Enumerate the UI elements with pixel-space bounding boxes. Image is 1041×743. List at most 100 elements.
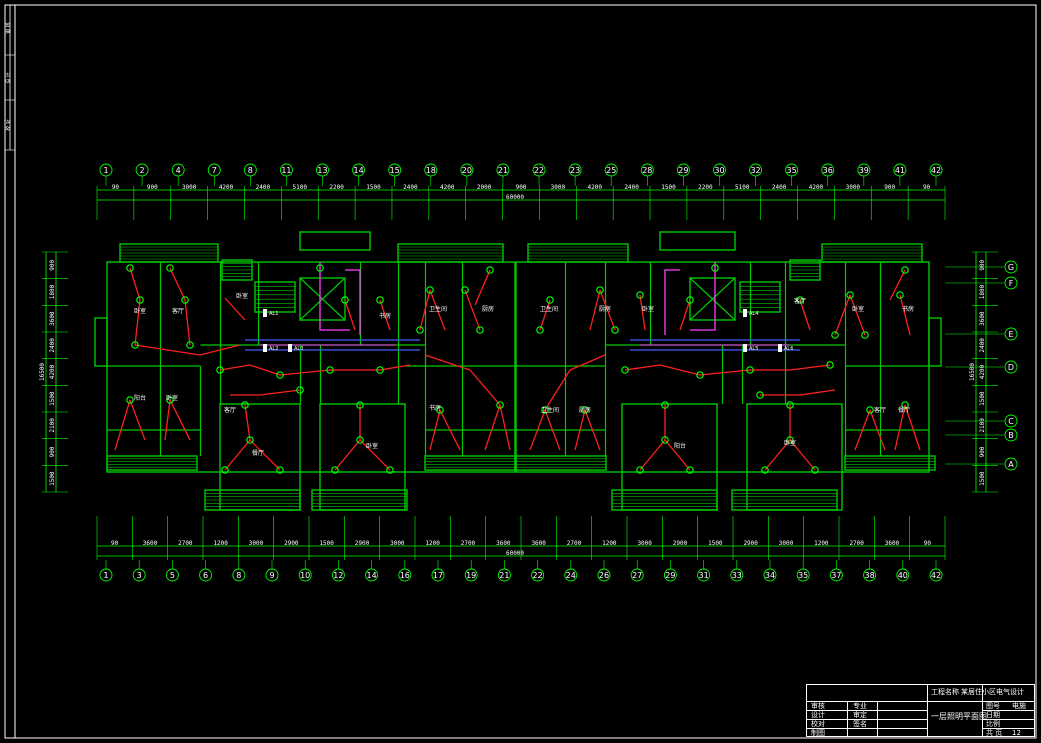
dim-top-value: 5100: [735, 184, 750, 191]
wall: [106, 455, 198, 471]
axis-bubble: [460, 163, 474, 177]
wall: [204, 489, 301, 511]
axis-bubble: [1004, 428, 1018, 442]
dim-bottom-value: 2900: [743, 540, 758, 547]
dim-bottom-value: 2700: [849, 540, 864, 547]
wire-run: [169, 399, 191, 441]
dim-bottom-value: 3600: [885, 540, 900, 547]
axis-number: 11: [281, 166, 291, 175]
ceiling-light: [221, 466, 229, 474]
wire-run: [424, 354, 501, 406]
ceiling-light: [611, 326, 619, 334]
distribution-box: [263, 309, 267, 317]
title-block: 工程名称 某居住小区电气设计 一层照明平面图 审核 设计 校对 制图 专业 审定…: [806, 684, 1035, 737]
wire-run: [849, 294, 866, 336]
axis-letter: E: [1008, 330, 1013, 339]
left-margin-label: 审 核: [5, 22, 12, 34]
wall: [515, 261, 930, 473]
wire-run: [894, 404, 906, 451]
ceiling-light: [711, 264, 719, 272]
axis-bubble: [388, 163, 402, 177]
dim-bottom-value: 3600: [496, 540, 511, 547]
ceiling-light: [376, 366, 384, 374]
wire-run: [344, 299, 356, 331]
row-label-1: 审核: [811, 702, 825, 710]
axis-number: 33: [732, 571, 742, 580]
dim-vertical-value: 1500: [979, 391, 986, 406]
axis-number: 26: [599, 571, 609, 580]
ceiling-light: [596, 286, 604, 294]
wire-run: [429, 409, 441, 451]
dim-bottom-value: 3600: [143, 540, 158, 547]
room-label: 餐厅: [898, 406, 910, 414]
axis-number: 37: [831, 571, 841, 580]
axis-number: 5: [170, 571, 175, 580]
dim-top-value: 2000: [477, 184, 492, 191]
dim-vertical-value: 2100: [49, 418, 56, 433]
ceiling-light: [746, 366, 754, 374]
dim-bottom-value: 1500: [319, 540, 334, 547]
ceiling-light: [166, 264, 174, 272]
ceiling-light: [476, 326, 484, 334]
wall: [739, 281, 781, 313]
axis-bubble: [424, 163, 438, 177]
axis-bubble: [207, 163, 221, 177]
ceiling-light: [181, 296, 189, 304]
page-value: 12: [1012, 729, 1021, 737]
ceiling-light: [316, 264, 324, 272]
wire-run: [499, 404, 511, 451]
dim-top-value: 1500: [366, 184, 381, 191]
ceiling-light: [621, 366, 629, 374]
axis-bubble: [630, 568, 644, 582]
axis-number: 1: [103, 571, 108, 580]
dim-vertical-value: 900: [49, 446, 56, 457]
axis-bubble: [243, 163, 257, 177]
axis-bubble: [99, 568, 113, 582]
axis-bubble: [199, 568, 213, 582]
wire-run: [429, 289, 446, 331]
wire-run: [760, 389, 836, 396]
dim-vertical-value: 2400: [979, 338, 986, 353]
axis-bubble: [785, 163, 799, 177]
dim-bottom-value: 2700: [461, 540, 476, 547]
axis-letter: C: [1008, 417, 1014, 426]
distribution-box: [288, 344, 292, 352]
wall: [821, 243, 923, 263]
ceiling-light: [761, 466, 769, 474]
ceiling-light: [426, 286, 434, 294]
dim-vertical-value: 4200: [979, 364, 986, 379]
axis-number: 2: [140, 166, 145, 175]
axis-bubble: [132, 568, 146, 582]
panel-tag: AL4: [749, 311, 758, 317]
room-label: 客厅: [794, 297, 806, 305]
axis-bubble: [640, 163, 654, 177]
axis-number: 17: [433, 571, 443, 580]
axis-bubble: [663, 568, 677, 582]
wire-run: [904, 404, 921, 451]
wire-run: [114, 399, 131, 451]
axis-bubble: [763, 568, 777, 582]
axis-number: 13: [317, 166, 327, 175]
dim-vertical-value: 1800: [49, 284, 56, 299]
ceiling-light: [661, 436, 669, 444]
ceiling-light: [786, 436, 794, 444]
axis-number: 34: [765, 571, 775, 580]
wire-run: [544, 354, 606, 411]
room-label: 厨房: [482, 305, 494, 313]
room-label: 卧室: [784, 439, 796, 447]
wall: [515, 455, 607, 471]
left-margin-label: 校 对: [5, 119, 12, 131]
dim-vertical-value: 1800: [979, 284, 986, 299]
left-margin-labels: 审 核设 计校 对: [5, 22, 12, 131]
wire-run: [164, 399, 171, 441]
room-label: 卫生间: [541, 406, 559, 414]
wire-run: [834, 294, 851, 336]
axis-number: 6: [203, 571, 208, 580]
room-label: 客厅: [874, 406, 886, 414]
ceiling-light: [696, 371, 704, 379]
wire-run: [854, 409, 871, 451]
axis-letter: A: [1008, 460, 1014, 469]
